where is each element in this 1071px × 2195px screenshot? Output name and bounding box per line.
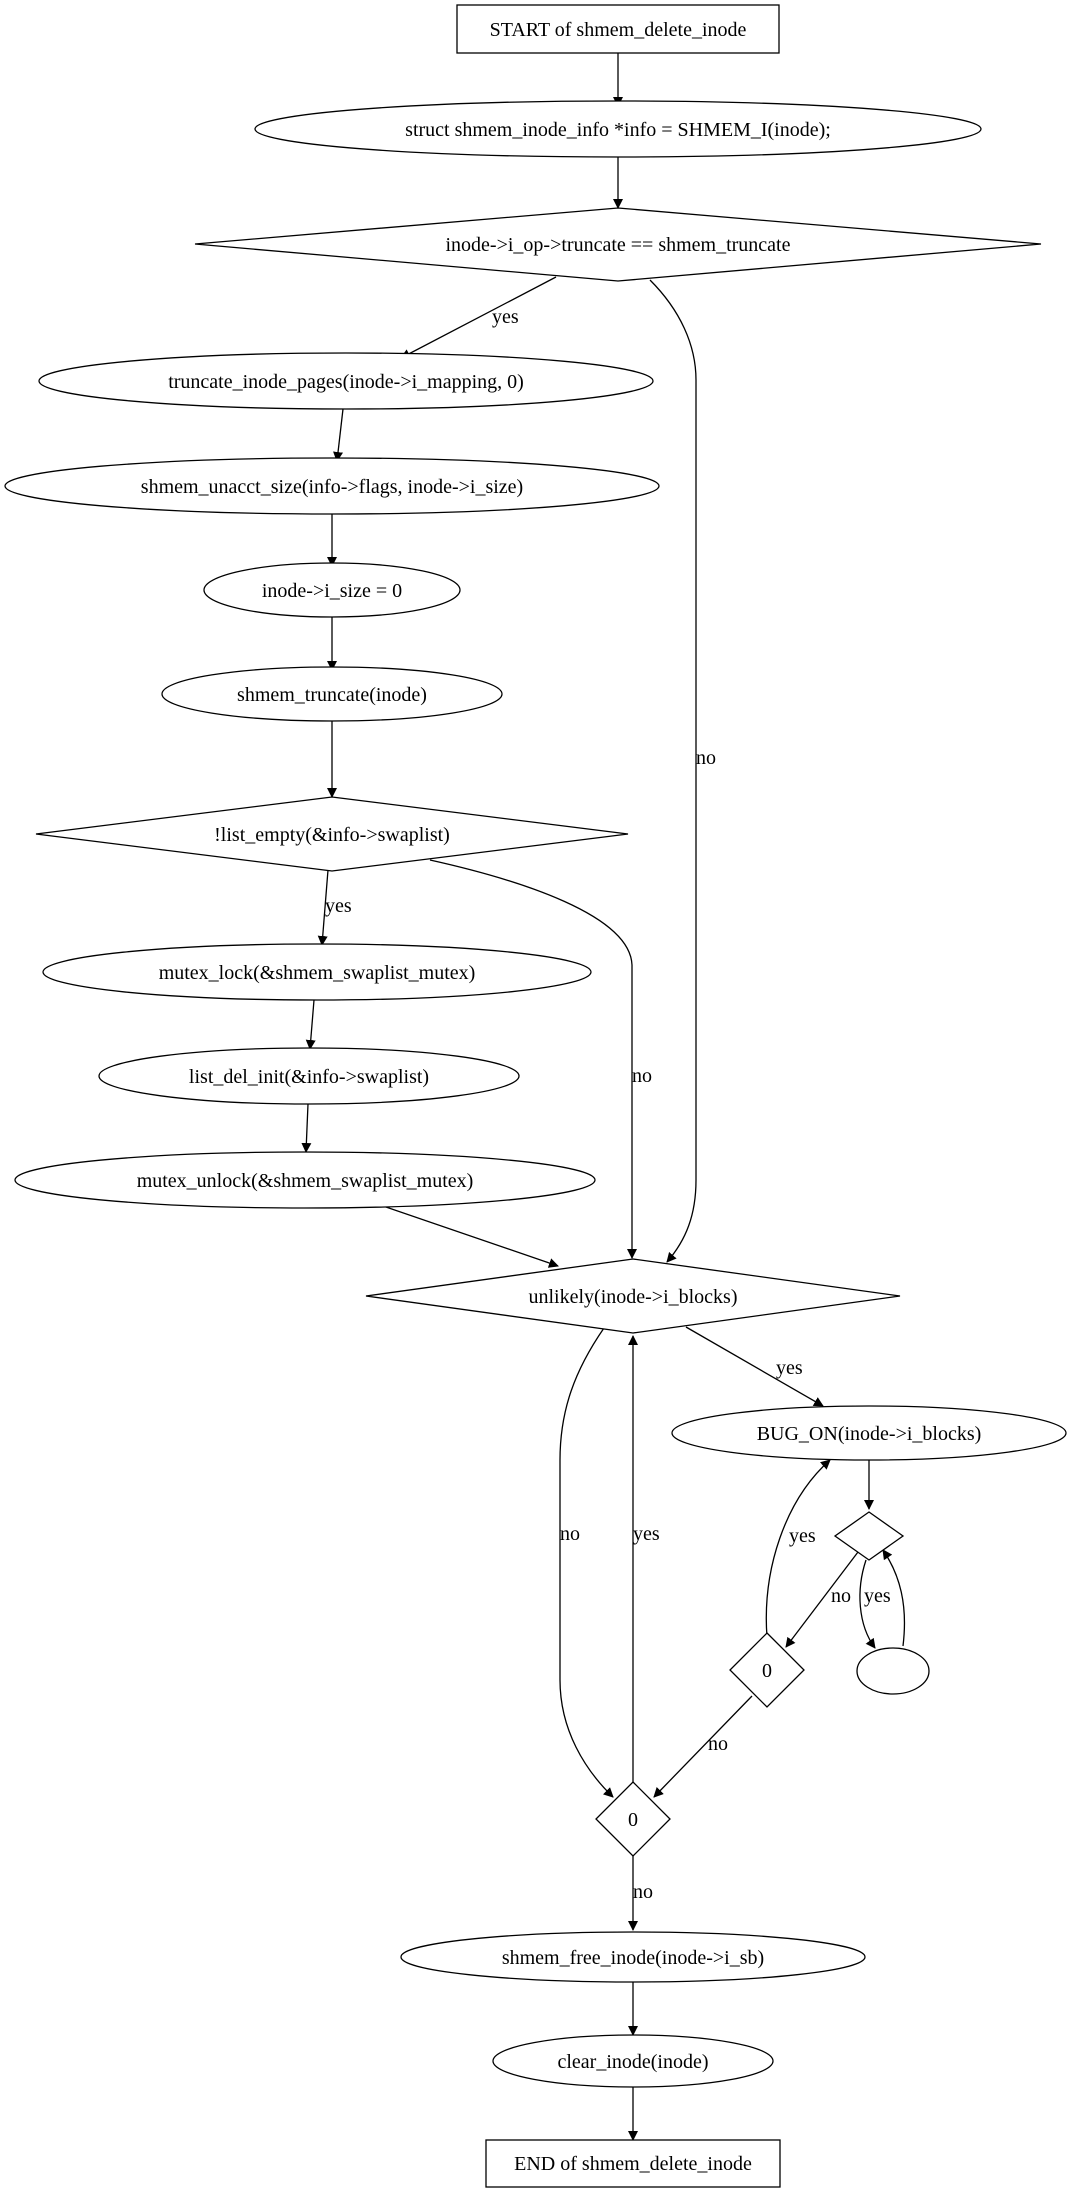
edges (301, 53, 906, 2141)
label-zero-outer-no: no (633, 1881, 653, 1903)
edge-list-del-to-mutex-unlock (301, 1103, 312, 1153)
label-truncate-yes: yes (492, 306, 519, 328)
edge-loop-back (882, 1549, 906, 1647)
label-blocks-no: no (560, 1523, 580, 1545)
node-cond-swaplist-label: !list_empty(&info->swaplist) (214, 824, 450, 846)
node-isize-zero-label: inode->i_size = 0 (262, 580, 402, 602)
node-mutex-unlock: mutex_unlock(&shmem_swaplist_mutex) (14, 1151, 596, 1209)
nodes: START of shmem_delete_inode struct shmem… (4, 4, 1067, 2188)
edge-mutex-unlock-to-cond-blocks (379, 1204, 559, 1268)
label-swaplist-no: no (632, 1065, 652, 1087)
node-zero-outer-label: 0 (628, 1809, 638, 1831)
node-shmem-truncate-label: shmem_truncate(inode) (237, 684, 427, 706)
label-zero-inner-yes: yes (789, 1525, 816, 1547)
edge-cond-truncate-no (649, 279, 697, 1263)
edge-cond-swaplist-yes (317, 869, 329, 946)
node-end: END of shmem_delete_inode (485, 2139, 781, 2188)
edge-zero-inner-no (653, 1695, 753, 1798)
node-free-inode-label: shmem_free_inode(inode->i_sb) (502, 1947, 764, 1969)
node-list-del-label: list_del_init(&info->swaplist) (189, 1066, 429, 1088)
node-info-decl: struct shmem_inode_info *info = SHMEM_I(… (254, 100, 982, 158)
edge-cond-blocks-no (559, 1327, 614, 1798)
node-end-label: END of shmem_delete_inode (514, 2153, 752, 2175)
edge-cond-swaplist-no (429, 859, 637, 1259)
edge-small-diamond-no (785, 1551, 859, 1648)
label-swaplist-yes: yes (325, 895, 352, 917)
node-clear-inode: clear_inode(inode) (492, 2034, 774, 2088)
edge-zero-inner-yes (765, 1459, 831, 1638)
node-mutex-lock-label: mutex_lock(&shmem_swaplist_mutex) (159, 962, 476, 984)
node-unacct-size: shmem_unacct_size(info->flags, inode->i_… (4, 457, 660, 515)
node-mutex-unlock-shape (14, 1151, 596, 1209)
node-truncate-pages-label: truncate_inode_pages(inode->i_mapping, 0… (168, 371, 524, 393)
node-cond-blocks-label: unlikely(inode->i_blocks) (528, 1286, 737, 1308)
node-list-del: list_del_init(&info->swaplist) (98, 1047, 520, 1105)
edge-cond-truncate-yes (400, 276, 557, 359)
label-blocks-yes: yes (776, 1357, 803, 1379)
node-isize-zero: inode->i_size = 0 (203, 562, 461, 618)
node-mutex-lock: mutex_lock(&shmem_swaplist_mutex) (42, 943, 592, 1001)
node-start: START of shmem_delete_inode (456, 4, 780, 54)
node-mutex-unlock-label: mutex_unlock(&shmem_swaplist_mutex) (137, 1170, 474, 1192)
node-small-diamond (833, 1511, 905, 1561)
node-cond-truncate: inode->i_op->truncate == shmem_truncate (194, 207, 1042, 282)
node-shmem-truncate: shmem_truncate(inode) (161, 666, 503, 722)
node-loop-ellipse (856, 1647, 930, 1695)
node-bug-on-label: BUG_ON(inode->i_blocks) (757, 1423, 982, 1445)
label-truncate-no: no (696, 747, 716, 769)
edge-small-diamond-yes (859, 1559, 876, 1649)
edge-cond-blocks-yes (685, 1326, 824, 1407)
node-free-inode: shmem_free_inode(inode->i_sb) (400, 1931, 866, 1983)
node-start-label: START of shmem_delete_inode (490, 19, 747, 41)
label-small-diamond-yes: yes (864, 1585, 891, 1607)
node-truncate-pages: truncate_inode_pages(inode->i_mapping, 0… (38, 352, 654, 410)
node-cond-blocks: unlikely(inode->i_blocks) (365, 1258, 901, 1334)
node-unacct-size-label: shmem_unacct_size(info->flags, inode->i_… (141, 476, 523, 498)
node-cond-truncate-label: inode->i_op->truncate == shmem_truncate (445, 234, 790, 256)
node-cond-swaplist: !list_empty(&info->swaplist) (35, 796, 629, 872)
label-zero-outer-yes: yes (633, 1523, 660, 1545)
node-zero-inner: 0 (729, 1632, 805, 1708)
edge-truncate-pages-to-unacct (333, 408, 344, 462)
edge-mutex-lock-to-list-del (305, 999, 316, 1050)
node-mutex-lock-shape (42, 943, 592, 1001)
label-small-diamond-no: no (831, 1585, 851, 1607)
node-clear-inode-label: clear_inode(inode) (557, 2051, 708, 2073)
node-bug-on: BUG_ON(inode->i_blocks) (671, 1405, 1067, 1461)
label-zero-inner-no: no (708, 1733, 728, 1755)
node-info-decl-label: struct shmem_inode_info *info = SHMEM_I(… (405, 119, 831, 141)
node-zero-outer: 0 (595, 1781, 671, 1857)
edge-labels: yes no yes no yes no yes yes no yes no n… (325, 306, 891, 1903)
node-zero-inner-label: 0 (762, 1660, 772, 1682)
